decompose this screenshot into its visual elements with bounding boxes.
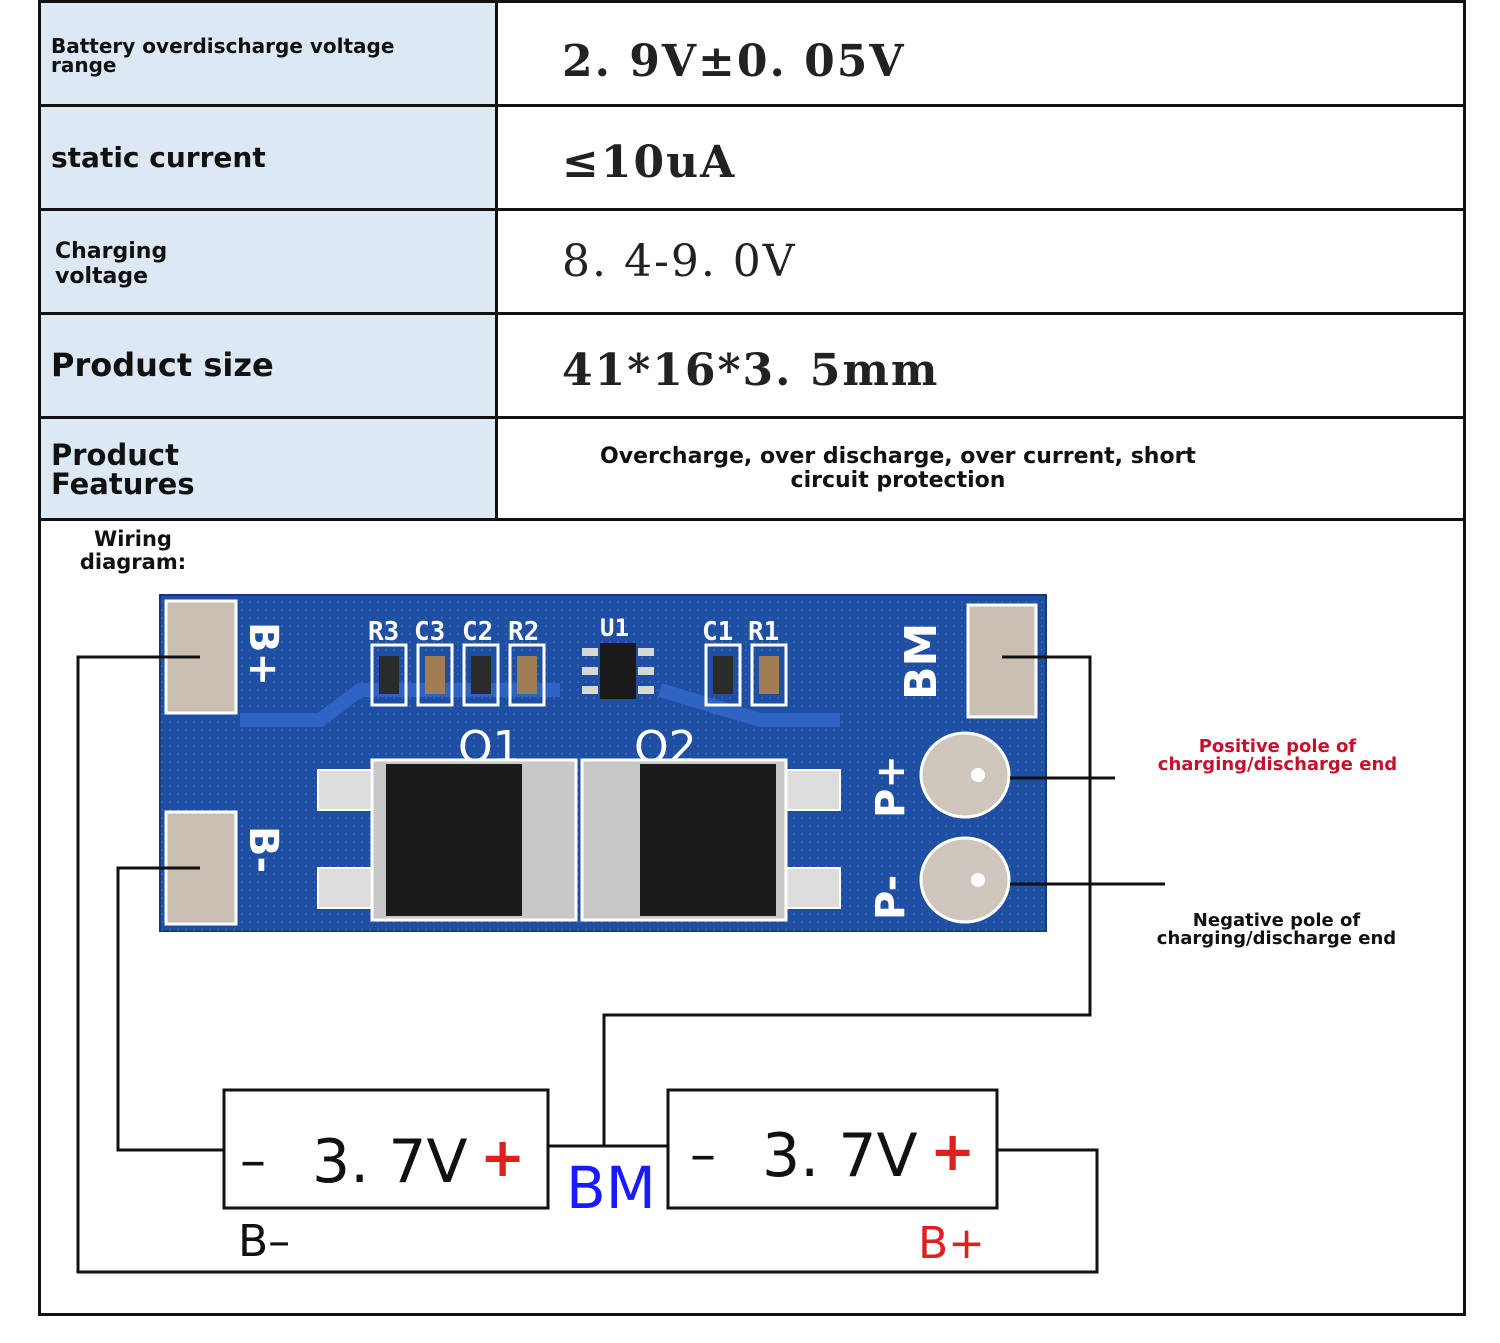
spec-label: Product Features [51, 438, 195, 501]
wiring-diagram-title: Wiring diagram: [79, 527, 187, 575]
spec-row-overdischarge: Battery overdischarge voltage range 2. 9… [41, 0, 1463, 107]
spec-row-charging-voltage: Charging voltage 8. 4-9. 0V [41, 211, 1463, 315]
spec-label: Battery overdischarge voltage range [51, 34, 395, 77]
spec-value: 2. 9V±0. 05V [562, 36, 906, 87]
spec-row-product-features: Product Features Overcharge, over discha… [41, 419, 1463, 521]
spec-table: Battery overdischarge voltage range 2. 9… [38, 0, 1466, 521]
callout-positive: Positive pole of charging/discharge end [1157, 736, 1398, 775]
spec-label: static current [51, 141, 266, 174]
spec-value: Overcharge, over discharge, over current… [600, 444, 1196, 494]
spec-row-product-size: Product size 41*16*3. 5mm [41, 315, 1463, 419]
spec-value: 8. 4-9. 0V [562, 236, 797, 287]
spec-row-static-current: static current ≤10uA [41, 107, 1463, 211]
spec-label: Product size [51, 346, 274, 384]
spec-value: 41*16*3. 5mm [562, 345, 940, 396]
spec-value: ≤10uA [562, 137, 737, 188]
callout-negative: Negative pole of charging/discharge end [1156, 910, 1397, 949]
spec-label: Charging voltage [55, 239, 168, 290]
